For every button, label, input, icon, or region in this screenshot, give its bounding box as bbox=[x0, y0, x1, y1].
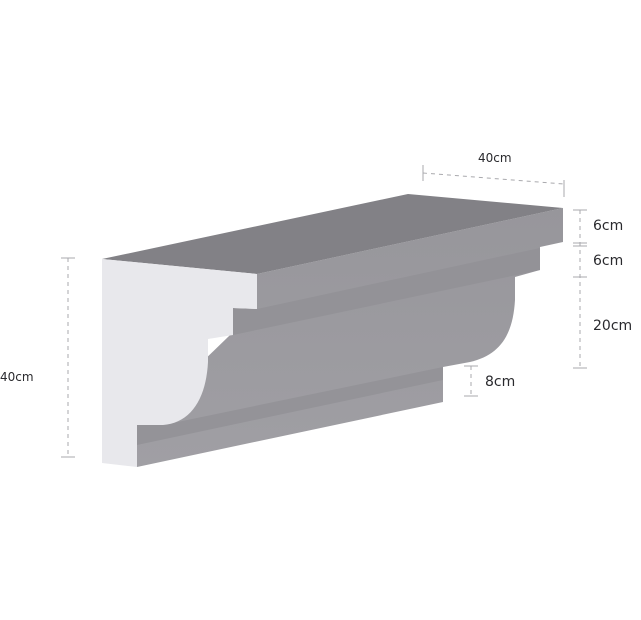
molding-end-profile bbox=[102, 259, 257, 467]
molding-top-face bbox=[102, 194, 563, 274]
step-dimension: 8cm bbox=[464, 365, 515, 397]
step-shadow bbox=[137, 367, 443, 445]
depth-dimension: 40cm bbox=[422, 151, 565, 197]
height-label: 40cm bbox=[0, 370, 34, 384]
band-dimensions: 6cm 6cm 20cm bbox=[573, 209, 632, 369]
depth-label: 40cm bbox=[478, 151, 512, 165]
step-label: 8cm bbox=[485, 374, 515, 390]
height-dimension: 40cm bbox=[0, 257, 75, 458]
top-band-label: 6cm bbox=[593, 218, 623, 234]
cove-label: 20cm bbox=[593, 318, 632, 334]
second-band-label: 6cm bbox=[593, 253, 623, 269]
band-shadow bbox=[233, 248, 540, 335]
